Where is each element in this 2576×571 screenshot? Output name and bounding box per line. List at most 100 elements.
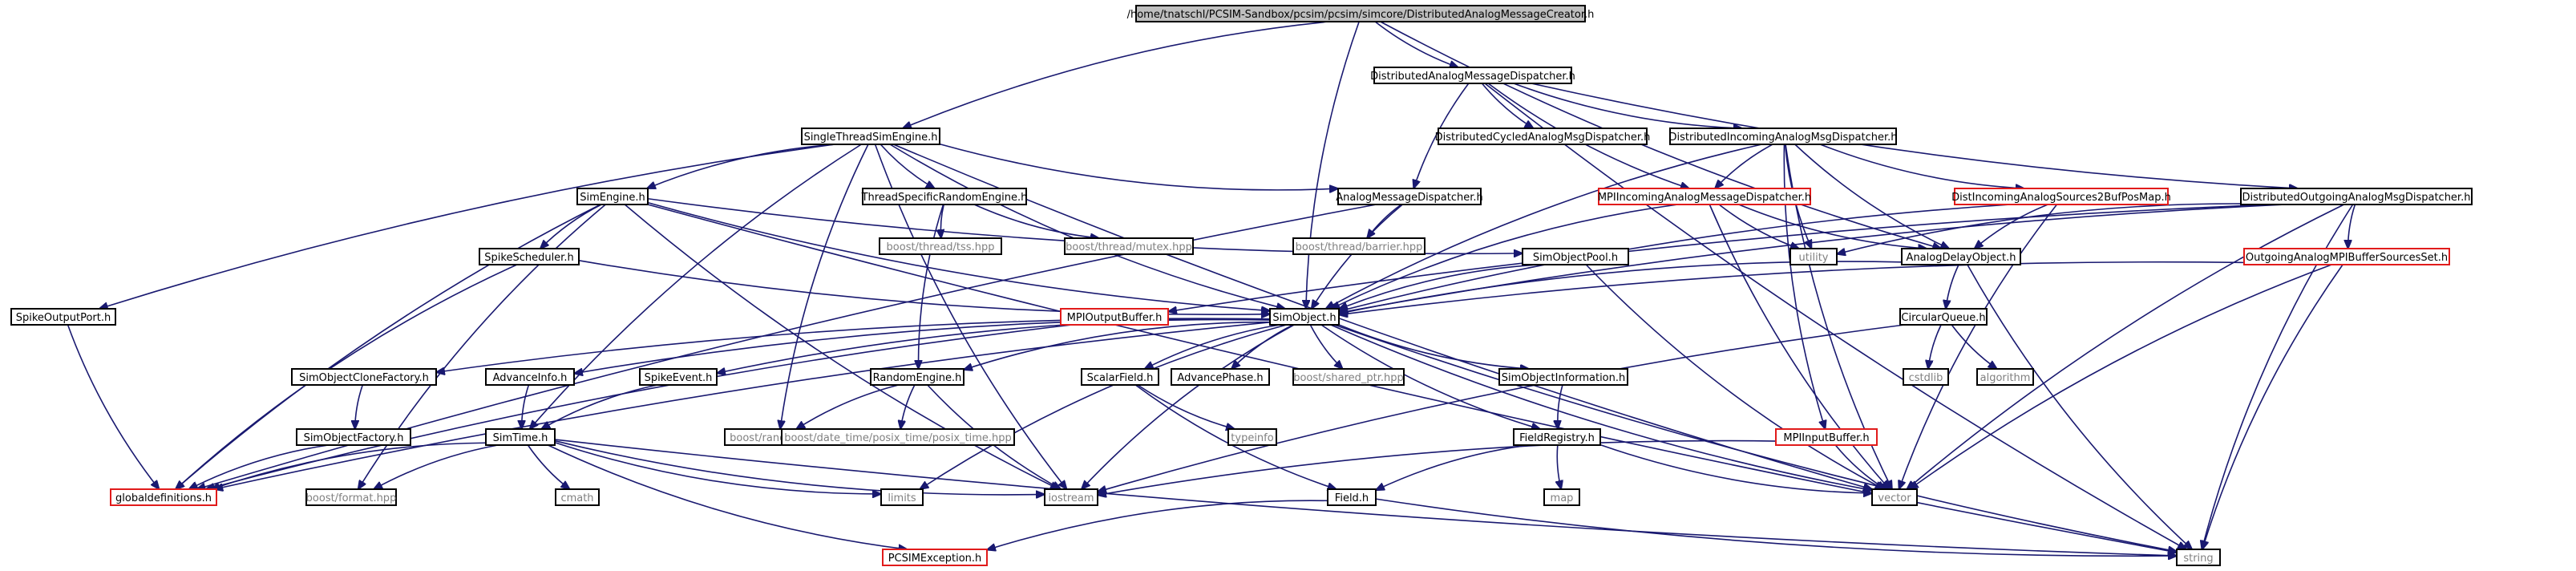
node-cstdlib[interactable]: cstdlib: [1903, 368, 1949, 386]
node-cmath[interactable]: cmath: [555, 488, 600, 506]
node-simengine[interactable]: SimEngine.h: [576, 188, 649, 205]
node-simobjpool[interactable]: SimObjectPool.h: [1522, 248, 1629, 265]
node-limits[interactable]: limits: [880, 488, 924, 506]
edge-miamd-to-analogdelay: [1738, 204, 1927, 249]
node-advinfo[interactable]: AdvanceInfo.h: [485, 368, 575, 386]
node-scalar[interactable]: ScalarField.h: [1081, 368, 1159, 386]
node-dcamd[interactable]: DistributedCycledAnalogMsgDispatcher.h: [1435, 128, 1651, 145]
edge-miamd-to-vector: [1709, 204, 1889, 489]
node-label: SingleThreadSimEngine.h: [804, 132, 938, 144]
node-typeinfo[interactable]: typeinfo: [1227, 428, 1277, 446]
node-box: [305, 488, 397, 506]
node-box: [1292, 368, 1405, 386]
edge-mpiin-to-iostream: [1098, 439, 1777, 496]
node-label: RandomEngine.h: [873, 372, 962, 384]
edge-spikeout-to-globaldefs: [67, 324, 160, 489]
node-label: SimTime.h: [493, 432, 548, 444]
node-box: [576, 188, 649, 205]
edge-root-to-simobject: [1306, 21, 1360, 309]
node-dias2bpm[interactable]: DistIncomingAnalogSources2BufPosMap.h: [1951, 188, 2171, 205]
edge-stse-to-tsre: [880, 144, 934, 188]
node-label: boost/thread/barrier.hpp: [1296, 241, 1423, 253]
node-circq[interactable]: CircularQueue.h: [1899, 308, 1988, 326]
edge-randeng-to-brandom: [796, 384, 899, 429]
node-analogdelay[interactable]: AnalogDelayObject.h: [1901, 248, 2021, 265]
node-fieldreg[interactable]: FieldRegistry.h: [1513, 428, 1601, 446]
node-diamd[interactable]: DistributedIncomingAnalogMsgDispatcher.h: [1668, 128, 1898, 145]
node-label: SimObjectCloneFactory.h: [299, 372, 429, 384]
node-box: [1292, 237, 1425, 255]
edge-randeng-to-bdate: [900, 384, 916, 429]
node-bformat[interactable]: boost/format.hpp: [305, 488, 397, 506]
edge-tsre-to-bthtss: [940, 204, 944, 238]
edge-fieldreg-to-field: [1376, 444, 1530, 490]
node-label: OutgoingAnalogMPIBufferSourcesSet.h: [2246, 252, 2448, 264]
node-box: [479, 248, 580, 265]
node-label: SimObjectInformation.h: [1502, 372, 1626, 384]
node-spikeevent[interactable]: SpikeEvent.h: [639, 368, 718, 386]
node-socf[interactable]: SimObjectCloneFactory.h: [291, 368, 437, 386]
node-label: iostream: [1048, 492, 1094, 504]
node-box: [880, 488, 924, 506]
node-field[interactable]: Field.h: [1327, 488, 1377, 506]
edge-amd-to-simobject: [1312, 204, 1403, 309]
node-label: MPIOutputBuffer.h: [1067, 312, 1163, 324]
node-stse[interactable]: SingleThreadSimEngine.h: [801, 128, 940, 145]
node-simtime[interactable]: SimTime.h: [485, 428, 556, 446]
edge-simobject-to-limits: [920, 324, 1287, 489]
node-label: AdvancePhase.h: [1177, 372, 1263, 384]
node-globaldefs[interactable]: globaldefinitions.h: [110, 488, 217, 506]
edge-mpiin-to-vector: [1834, 444, 1885, 489]
node-box: [1976, 368, 2034, 386]
node-bthbarrier[interactable]: boost/thread/barrier.hpp: [1292, 237, 1425, 255]
node-miamd[interactable]: MPIIncomingAnalogMessageDispatcher.h: [1598, 188, 1811, 205]
node-root[interactable]: /home/tnatschl/PCSIM-Sandbox/pcsim/pcsim…: [1127, 5, 1595, 22]
edge-stse-to-brandom: [780, 144, 869, 429]
node-label: AnalogMessageDispatcher.h: [1336, 192, 1483, 204]
edge-root-to-stse: [903, 21, 1329, 128]
node-damd[interactable]: DistributedAnalogMessageDispatcher.h: [1370, 67, 1575, 84]
node-spikeout[interactable]: SpikeOutputPort.h: [10, 308, 116, 326]
node-utility[interactable]: utility: [1789, 248, 1838, 265]
node-label: boost/thread/tss.hpp: [887, 241, 995, 253]
edge-tsre-to-bthmutex: [973, 204, 1099, 238]
node-bthmutex[interactable]: boost/thread/mutex.hpp: [1064, 237, 1194, 255]
node-simobject[interactable]: SimObject.h: [1269, 308, 1340, 326]
node-box: [1871, 488, 1918, 506]
node-pcsimexc[interactable]: PCSIMException.h: [882, 549, 988, 566]
node-doamd[interactable]: DistributedOutgoingAnalogMsgDispatcher.h: [2240, 188, 2473, 205]
node-sofactory[interactable]: SimObjectFactory.h: [296, 428, 411, 446]
edge-spikesched-to-globaldefs: [176, 264, 518, 489]
edge-simobject-to-globaldefs: [214, 322, 1271, 489]
node-oampibss[interactable]: OutgoingAnalogMPIBufferSourcesSet.h: [2243, 248, 2450, 265]
edge-simobject-to-fieldreg: [1320, 324, 1540, 429]
node-label: DistIncomingAnalogSources2BufPosMap.h: [1951, 192, 2171, 204]
node-randeng[interactable]: RandomEngine.h: [870, 368, 964, 386]
edge-circq-to-cstdlib: [1928, 324, 1942, 369]
node-box: [1954, 188, 2169, 205]
node-string[interactable]: string: [2176, 549, 2221, 566]
node-bdate[interactable]: boost/date_time/posix_time/posix_time.hp…: [781, 428, 1015, 446]
node-bshared[interactable]: boost/shared_ptr.hpp: [1292, 368, 1405, 386]
node-bthtss[interactable]: boost/thread/tss.hpp: [879, 237, 1002, 255]
node-mpiout[interactable]: MPIOutputBuffer.h: [1060, 308, 1169, 326]
edge-diamd-to-analogdelay: [1794, 144, 1949, 249]
node-map[interactable]: map: [1543, 488, 1580, 506]
node-box: [781, 428, 1015, 446]
edge-simtime-to-bformat: [374, 444, 499, 489]
node-iostream[interactable]: iostream: [1044, 488, 1098, 506]
node-mpiin[interactable]: MPIInputBuffer.h: [1775, 428, 1878, 446]
node-tsre[interactable]: ThreadSpecificRandomEngine.h: [861, 188, 1028, 205]
node-algorithm[interactable]: algorithm: [1976, 368, 2034, 386]
node-vector[interactable]: vector: [1871, 488, 1918, 506]
node-box: [879, 237, 1002, 255]
node-soinfo[interactable]: SimObjectInformation.h: [1498, 368, 1628, 386]
node-amd[interactable]: AnalogMessageDispatcher.h: [1336, 188, 1483, 205]
node-label: boost/thread/mutex.hpp: [1066, 241, 1192, 253]
node-advphase[interactable]: AdvancePhase.h: [1171, 368, 1270, 386]
edge-simengine-to-spikesched: [540, 204, 602, 249]
node-spikesched[interactable]: SpikeScheduler.h: [479, 248, 580, 265]
node-label: DistributedOutgoingAnalogMsgDispatcher.h: [2242, 192, 2471, 204]
edges-layer: [67, 21, 2356, 556]
node-box: [1269, 308, 1340, 326]
